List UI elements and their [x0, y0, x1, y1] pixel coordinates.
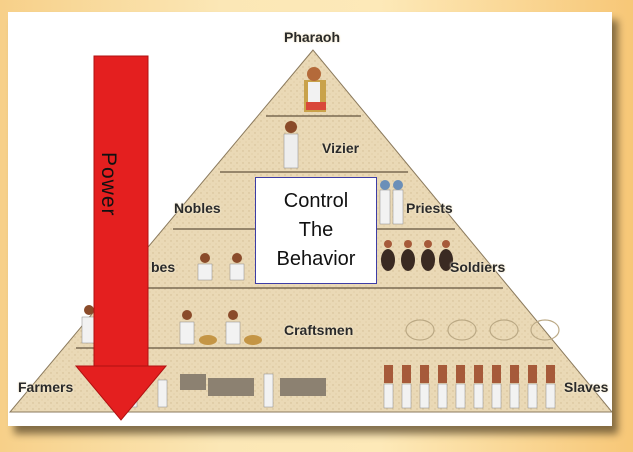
tier-label-pharaoh: Pharaoh — [284, 29, 341, 45]
craftsmen-figures-right — [405, 319, 560, 341]
tier-label-priests: Priests — [406, 200, 453, 216]
power-arrow — [74, 55, 168, 421]
callout-line: The — [298, 219, 334, 241]
craftsmen-figures-left — [81, 305, 262, 345]
tier-label-farmers: Farmers — [18, 379, 74, 395]
tier-label-slaves: Slaves — [564, 379, 609, 395]
vizier-figure — [283, 121, 299, 169]
soldiers-figures — [381, 240, 453, 271]
callout-box: Control The Behavior — [255, 177, 377, 284]
tier-label-vizier: Vizier — [322, 140, 360, 156]
priests-figures — [379, 180, 404, 225]
pharaoh-figure — [304, 67, 326, 112]
scribes-figures — [197, 253, 245, 281]
tier-label-soldiers: Soldiers — [450, 259, 506, 275]
tier-label-nobles: Nobles — [174, 200, 221, 216]
tier-label-craftsmen: Craftsmen — [284, 322, 354, 338]
callout-line: Control — [283, 190, 349, 212]
tier-label-scribes: bes — [151, 259, 176, 275]
slaves-figures — [383, 365, 556, 409]
callout-line: Behavior — [276, 248, 356, 270]
power-arrow-label: Power — [97, 152, 120, 217]
slide-frame: Pharaoh Vizier Nobles Priests bes Soldie… — [8, 12, 612, 426]
